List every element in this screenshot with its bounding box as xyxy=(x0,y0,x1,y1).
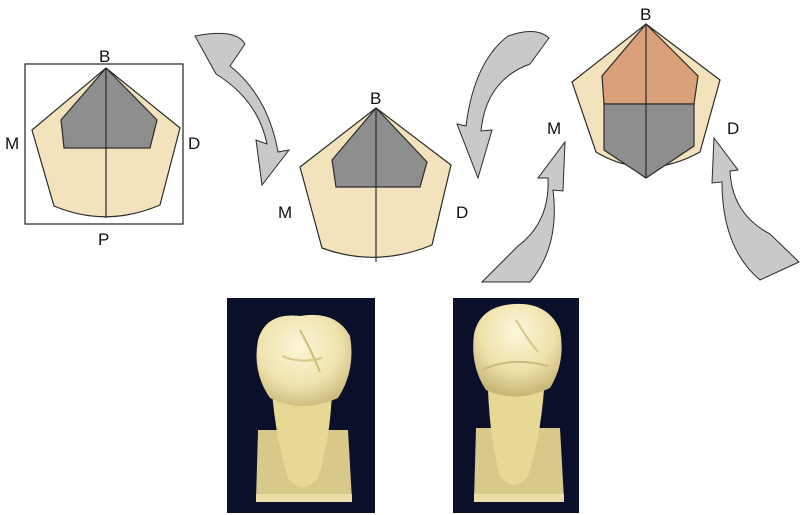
buccal-cusp-region xyxy=(602,24,698,104)
label-distal: D xyxy=(727,119,739,138)
crown-outline-view-1: B M D P xyxy=(5,47,200,249)
curved-arrow-1 xyxy=(195,33,289,185)
label-distal: D xyxy=(188,134,200,153)
occlusal-table xyxy=(61,68,157,148)
crown-outline-view-3: B M D xyxy=(547,5,739,178)
label-palatal: P xyxy=(98,230,109,249)
occlusal-table xyxy=(332,108,427,187)
tooth-photo-left xyxy=(227,298,375,513)
label-buccal: B xyxy=(99,47,110,66)
label-buccal: B xyxy=(370,89,381,108)
occlusal-table xyxy=(604,104,694,178)
label-mesial: M xyxy=(547,119,561,138)
label-buccal: B xyxy=(640,5,651,24)
label-mesial: M xyxy=(5,134,19,153)
curved-arrow-4 xyxy=(712,138,799,280)
curved-arrow-2 xyxy=(457,31,549,178)
label-mesial: M xyxy=(278,203,292,222)
label-distal: D xyxy=(456,203,468,222)
curved-arrow-3 xyxy=(482,142,565,282)
crown-outline-view-2: B M D xyxy=(278,89,468,262)
tooth-photo-right xyxy=(453,298,579,513)
tooth-crown xyxy=(473,304,561,397)
